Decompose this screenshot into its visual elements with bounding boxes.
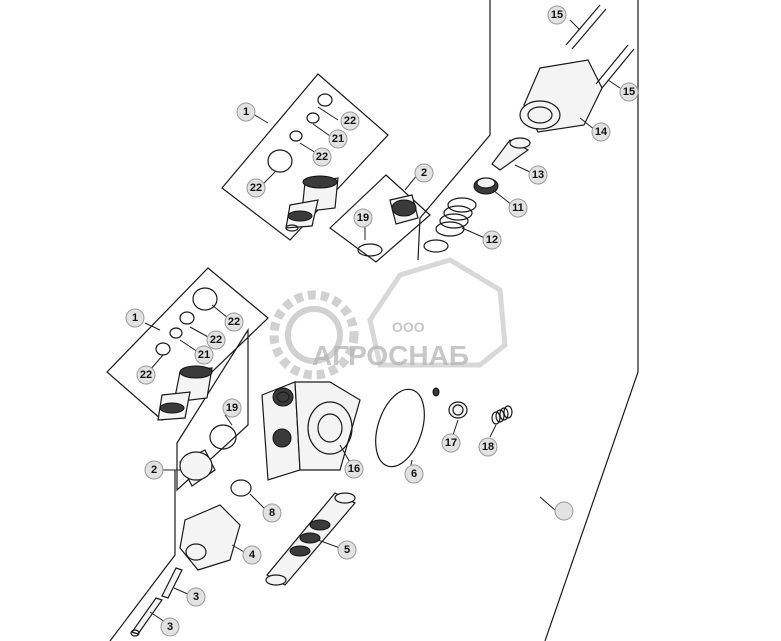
- callout-11[interactable]: 11: [508, 198, 528, 218]
- upper-plug: [357, 194, 419, 257]
- svg-text:3: 3: [167, 621, 173, 633]
- svg-text:8: 8: [269, 507, 275, 519]
- callout-5[interactable]: 5: [337, 540, 357, 560]
- callout-3-upper[interactable]: 3: [186, 587, 206, 607]
- svg-text:12: 12: [486, 234, 498, 246]
- svg-text:22: 22: [316, 151, 328, 163]
- kit-box-upper-2: [329, 174, 431, 263]
- kit-box-lower: [106, 267, 269, 421]
- callout-2-lower[interactable]: 2: [144, 460, 164, 480]
- svg-text:11: 11: [512, 202, 524, 214]
- callout-21-upper-b[interactable]: 22: [312, 147, 332, 167]
- svg-text:3: 3: [193, 591, 199, 603]
- callout-2-upper[interactable]: 2: [414, 163, 434, 183]
- assembly-frame: [109, 0, 639, 641]
- kit-box-lower-2: [176, 327, 249, 492]
- callout-16[interactable]: 16: [344, 459, 364, 479]
- svg-text:16: 16: [348, 463, 360, 475]
- callout-1-lower[interactable]: 1: [125, 308, 145, 328]
- cap-bolts: [130, 567, 183, 637]
- callout-8[interactable]: 8: [262, 503, 282, 523]
- spool: [265, 492, 356, 586]
- svg-text:22: 22: [250, 182, 262, 194]
- end-cover: [519, 4, 635, 133]
- small-ring: [230, 479, 252, 497]
- watermark-company: АГРОСНАБ: [312, 340, 469, 371]
- upper-o-rings: [267, 93, 333, 173]
- svg-text:14: 14: [595, 126, 608, 138]
- svg-text:1: 1: [243, 106, 249, 118]
- callout-19-upper[interactable]: 19: [353, 208, 373, 228]
- lower-cartridge: [157, 365, 213, 421]
- lower-o-rings: [155, 287, 218, 356]
- callout-20-upper[interactable]: 21: [328, 129, 348, 149]
- svg-text:22: 22: [210, 334, 222, 346]
- callout-22-lower[interactable]: 22: [224, 312, 244, 332]
- watermark-prefix: ООО: [392, 319, 425, 335]
- svg-text:5: 5: [344, 544, 350, 556]
- upper-spring-stack: [423, 137, 531, 253]
- callout-20-lower[interactable]: 21: [194, 345, 214, 365]
- lower-plug: [179, 424, 237, 487]
- valve-body: [261, 381, 361, 481]
- svg-text:15: 15: [623, 86, 635, 98]
- callout-12[interactable]: 12: [482, 230, 502, 250]
- callout-22-upper[interactable]: 22: [246, 178, 266, 198]
- callout-21-lower-a[interactable]: 22: [206, 330, 226, 350]
- watermark-logo: ООО АГРОСНАБ: [269, 257, 508, 380]
- kit-box-upper: [221, 73, 389, 241]
- svg-text:15: 15: [551, 9, 563, 21]
- upper-cartridge: [285, 175, 339, 232]
- callout-24[interactable]: 24: [554, 501, 574, 521]
- large-o-ring: [375, 388, 425, 468]
- svg-text:2: 2: [151, 464, 157, 476]
- callout-13[interactable]: 13: [528, 165, 548, 185]
- svg-text:6: 6: [411, 468, 417, 480]
- svg-text:19: 19: [357, 212, 369, 224]
- leader-lines: [144, 19, 621, 623]
- svg-text:21: 21: [198, 349, 210, 361]
- callout-6[interactable]: 6: [404, 464, 424, 484]
- svg-text:17: 17: [445, 437, 457, 449]
- svg-text:22: 22: [228, 316, 240, 328]
- svg-text:4: 4: [249, 549, 256, 561]
- svg-text:21: 21: [332, 133, 344, 145]
- svg-text:22: 22: [140, 369, 152, 381]
- svg-text:2: 2: [421, 167, 427, 179]
- svg-text:22: 22: [344, 115, 356, 127]
- svg-text:18: 18: [482, 441, 494, 453]
- spool-cap: [179, 504, 241, 571]
- svg-text:13: 13: [532, 169, 544, 181]
- callout-21-lower-b[interactable]: 22: [136, 365, 156, 385]
- svg-text:19: 19: [226, 402, 238, 414]
- callout-18[interactable]: 18: [478, 437, 498, 457]
- callout-21-upper-a[interactable]: 22: [340, 111, 360, 131]
- callout-4[interactable]: 4: [242, 545, 262, 565]
- callout-1-upper[interactable]: 1: [236, 102, 256, 122]
- callout-17[interactable]: 17: [441, 433, 461, 453]
- plug-and-spring: [432, 387, 513, 425]
- svg-text:1: 1: [132, 312, 138, 324]
- callout-15-top[interactable]: 15: [547, 5, 567, 25]
- callout-3-lower[interactable]: 3: [160, 617, 180, 637]
- callout-14[interactable]: 14: [591, 122, 611, 142]
- callout-15-right[interactable]: 15: [619, 82, 639, 102]
- callout-19-lower[interactable]: 19: [222, 398, 242, 418]
